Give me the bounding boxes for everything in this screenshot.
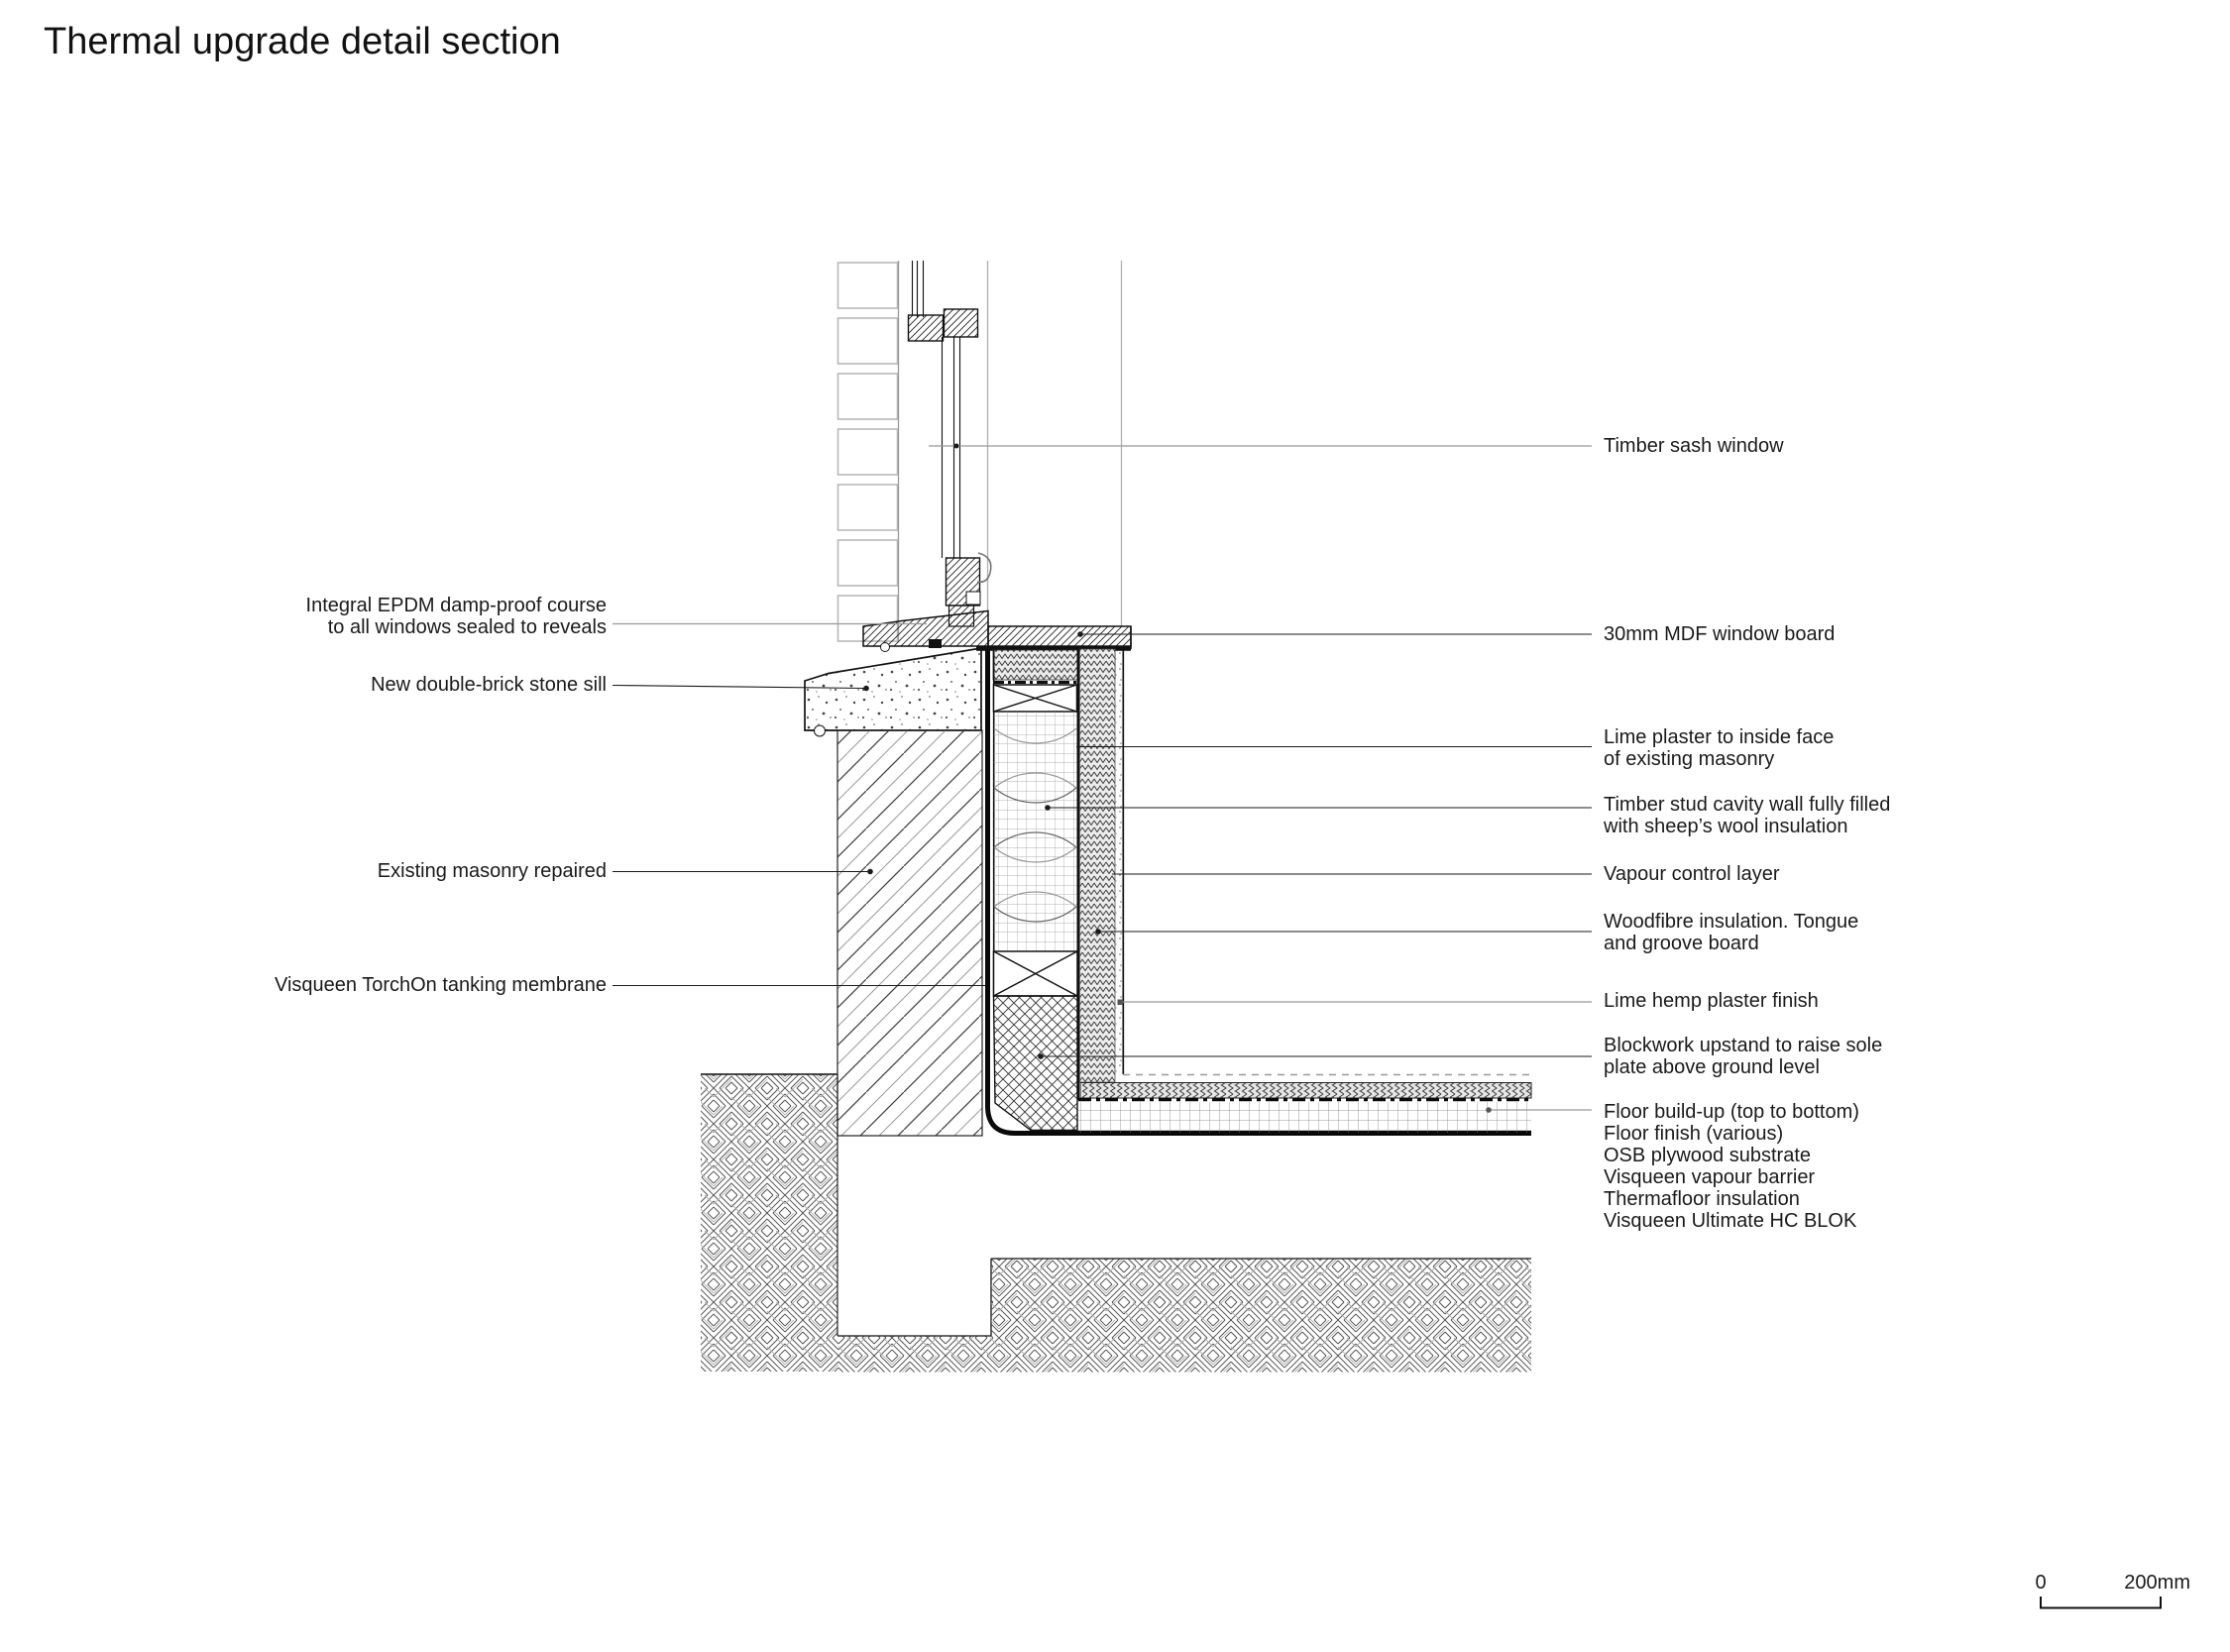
- scale-zero-label: 0: [2035, 1572, 2047, 1594]
- head-noggin: [992, 684, 1078, 713]
- scale-max-label: 200mm: [2124, 1572, 2190, 1594]
- label-lime-plaster: Lime plaster to inside face of existing …: [1604, 726, 1835, 770]
- floor-finish-osb-band: [1079, 1082, 1532, 1099]
- stone-sill: [804, 646, 982, 737]
- sheeps-wool-insulation: [993, 712, 1077, 951]
- page-title: Thermal upgrade detail section: [44, 21, 561, 62]
- mdf-window-board: [987, 625, 1132, 647]
- sole-plate: [992, 950, 1078, 997]
- blockwork-upstand: [992, 995, 1078, 1132]
- label-vapour-control: Vapour control layer: [1604, 863, 1780, 885]
- window-board-assembly: [862, 609, 1132, 652]
- label-stone-sill: New double-brick stone sill: [371, 674, 607, 696]
- brick-column: [836, 262, 899, 642]
- thermafloor-insulation: [1078, 1102, 1531, 1133]
- label-lime-hemp-plaster: Lime hemp plaster finish: [1604, 990, 1819, 1012]
- upper-sash-meeting-rail: [907, 314, 945, 342]
- label-timber-sash-window: Timber sash window: [1604, 435, 1784, 457]
- reveal-reference-lines: [986, 261, 1123, 626]
- tanking-membrane: [985, 650, 1531, 1136]
- stud-wall: [992, 649, 1116, 1132]
- label-mdf-window-board: 30mm MDF window board: [1604, 623, 1836, 645]
- leader-lines: [612, 443, 1592, 1113]
- scale-bar-bracket: [2040, 1597, 2162, 1609]
- woodfibre-board: [1079, 648, 1116, 1083]
- label-blockwork-upstand: Blockwork upstand to raise sole plate ab…: [1604, 1035, 1883, 1078]
- floor-buildup: [1078, 1073, 1532, 1133]
- existing-masonry: [836, 729, 983, 1137]
- lime-hemp-plaster: [1115, 649, 1125, 1074]
- label-floor-buildup: Floor build-up (top to bottom) Floor fin…: [1604, 1101, 1859, 1232]
- leader-stone-sill: [612, 684, 865, 690]
- sash-window: [907, 261, 992, 627]
- lower-sash-top-rail: [943, 308, 979, 338]
- label-epdm-dpc: Integral EPDM damp-proof course to all w…: [305, 595, 607, 638]
- label-woodfibre-insulation: Woodfibre insulation. Tongue and groove …: [1604, 911, 1859, 954]
- label-timber-stud-wall: Timber stud cavity wall fully filled wit…: [1604, 794, 1891, 837]
- label-existing-masonry: Existing masonry repaired: [377, 860, 607, 882]
- ground-hatch: [701, 1073, 1531, 1373]
- epdm-seal-squiggle: [976, 552, 992, 584]
- label-tanking-membrane: Visqueen TorchOn tanking membrane: [274, 974, 607, 996]
